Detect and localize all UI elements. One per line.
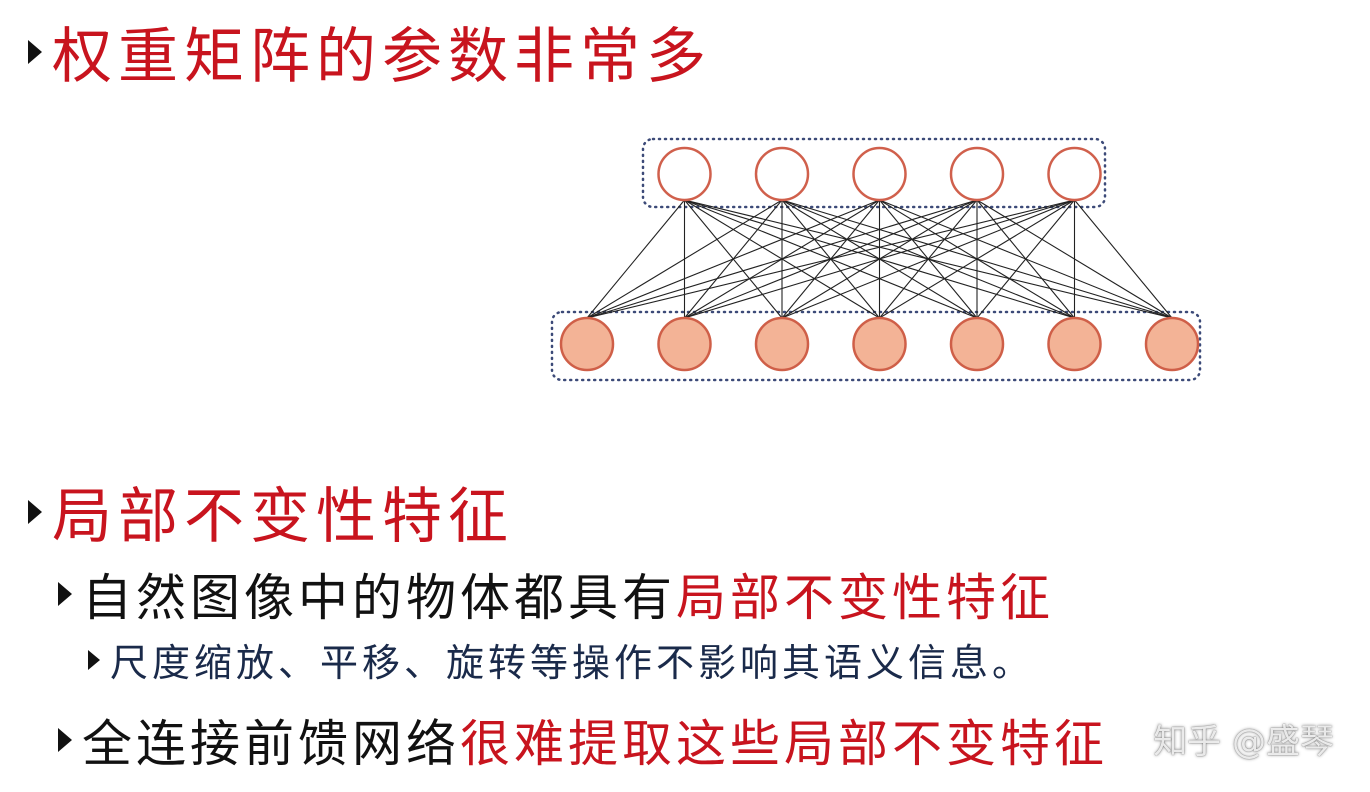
fully-connected-network-diagram [550, 137, 1202, 382]
subpoint-transformations: 尺度缩放、平移、旋转等操作不影响其语义信息。 [88, 632, 1034, 687]
point-text: 自然图像中的物体都具有 [82, 569, 676, 627]
connection-edge [586, 199, 978, 319]
watermark: 知乎 @盛琴 [1153, 722, 1334, 762]
connection-edge [586, 199, 880, 319]
connection-edge [586, 199, 783, 319]
bottom-neuron-4 [852, 316, 907, 372]
connections [586, 199, 1173, 319]
subpoint-text: 尺度缩放、平移、旋转等操作不影响其语义信息。 [110, 641, 1035, 685]
connection-edge [586, 199, 685, 319]
connection-edge [879, 199, 1075, 319]
bottom-neuron-2 [657, 316, 712, 372]
point-text: 全连接前馈网络 [82, 715, 460, 773]
top-neuron-2 [754, 146, 810, 202]
point-natural-images: 自然图像中的物体都具有局部不变性特征 [58, 558, 1054, 630]
top-neuron-1 [657, 146, 712, 202]
top-neuron-5 [1047, 146, 1102, 202]
bullet-icon [28, 499, 42, 524]
connection-edge [684, 199, 1075, 319]
bullet-icon [88, 649, 100, 670]
bullet-icon [28, 39, 42, 64]
bottom-neuron-3 [754, 316, 810, 372]
bottom-neuron-5 [949, 316, 1005, 372]
connection-edge [1074, 199, 1173, 319]
top-neuron-3 [852, 146, 907, 202]
point-fully-connected: 全连接前馈网络很难提取这些局部不变特征 [58, 704, 1108, 776]
bottom-neuron-6 [1047, 316, 1102, 372]
connection-edge [976, 199, 1075, 319]
connection-edge [781, 199, 1075, 319]
neurons [559, 146, 1200, 372]
heading-text: 局部不变性特征 [52, 482, 514, 552]
bottom-neuron-1 [559, 316, 615, 372]
top-neuron-4 [949, 146, 1005, 202]
bullet-icon [58, 582, 72, 606]
point-highlight: 局部不变性特征 [676, 569, 1054, 627]
bottom-neuron-7 [1144, 316, 1200, 372]
top-layer-group [641, 137, 1107, 209]
heading-local-invariance: 局部不变性特征 [28, 468, 514, 555]
bullet-icon [58, 728, 72, 752]
connection-edge [586, 199, 1075, 319]
bottom-layer-group [550, 310, 1202, 382]
point-highlight: 很难提取这些局部不变特征 [460, 715, 1108, 773]
heading-weight-matrix: 权重矩阵的参数非常多 [28, 8, 712, 95]
heading-text: 权重矩阵的参数非常多 [52, 22, 712, 92]
